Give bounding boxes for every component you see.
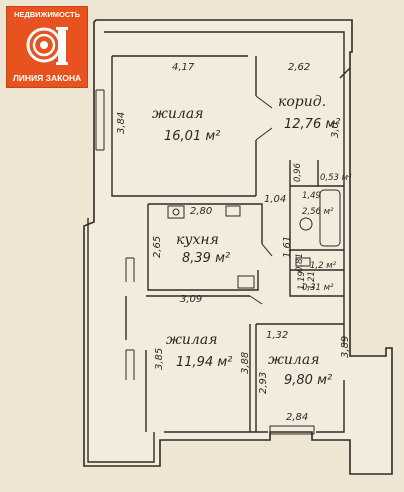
living2-name: жилая bbox=[166, 332, 217, 348]
kitchen-walls bbox=[147, 203, 263, 291]
closet2-area: 0,31 м² bbox=[302, 283, 334, 293]
dim-119: 1,19 bbox=[297, 271, 307, 290]
sink bbox=[225, 205, 241, 217]
column-spiral-icon bbox=[26, 27, 68, 65]
dim-132: 1,32 bbox=[266, 330, 288, 341]
living1-name: жилая bbox=[152, 106, 203, 122]
living1-area: 16,01 м² bbox=[164, 129, 220, 144]
dim-280: 2,80 bbox=[190, 206, 212, 217]
dim-284: 2,84 bbox=[286, 412, 308, 423]
living2-walls bbox=[125, 295, 251, 432]
stove-burner bbox=[172, 208, 180, 216]
logo-bottom-text: ЛИНИЯ ЗАКОНА bbox=[12, 73, 82, 83]
dim-262: 2,62 bbox=[288, 62, 310, 73]
fridge bbox=[237, 275, 255, 289]
dim-309: 3,09 bbox=[180, 294, 202, 305]
dim-265: 2,65 bbox=[152, 236, 163, 258]
bathroom-block bbox=[289, 160, 344, 297]
stove bbox=[167, 205, 185, 219]
dim-388: 3,88 bbox=[240, 352, 251, 374]
bathtub bbox=[319, 189, 341, 247]
dim-417: 4,17 bbox=[172, 62, 195, 73]
bath-area: 2,56 м² bbox=[302, 207, 334, 217]
toilet bbox=[299, 217, 313, 231]
living3-name: жилая bbox=[268, 352, 319, 368]
dim-149: 1,49 bbox=[302, 191, 321, 201]
corridor-area: 12,76 м² bbox=[284, 117, 340, 132]
balcony-slab bbox=[269, 425, 315, 435]
dim-161: 1,61 bbox=[282, 236, 293, 258]
door-corridor bbox=[255, 95, 273, 141]
corridor-entry-wall bbox=[339, 56, 351, 79]
dim-30: 3,0 bbox=[330, 122, 341, 138]
dim-104: 1,04 bbox=[264, 194, 286, 205]
kitchen-name: кухня bbox=[176, 232, 219, 248]
living3-area: 9,80 м² bbox=[284, 373, 332, 388]
wc1-area: 0,53 м² bbox=[320, 173, 352, 183]
door-kitchen bbox=[261, 243, 273, 257]
kitchen-area: 8,39 м² bbox=[182, 251, 230, 266]
closet1-area: 1,2 м² bbox=[310, 261, 337, 271]
dim-384: 3,84 bbox=[116, 112, 127, 134]
living2-area: 11,94 м² bbox=[176, 355, 232, 370]
partition-living1-bottom bbox=[111, 55, 256, 197]
exterior-wall bbox=[83, 19, 393, 475]
company-logo: НЕДВИЖИМОСТЬ ЛИНИЯ ЗАКОНА bbox=[6, 6, 88, 88]
basin bbox=[295, 257, 311, 267]
windows bbox=[95, 89, 135, 380]
dim-096: 0,96 bbox=[293, 162, 303, 182]
dim-389: 3,89 bbox=[340, 336, 351, 358]
living3-walls bbox=[255, 323, 344, 432]
door-living2 bbox=[249, 295, 263, 305]
dim-081: 0,81 bbox=[295, 253, 305, 272]
dim-293: 2,93 bbox=[258, 372, 269, 394]
exterior-wall-inner-edge bbox=[87, 31, 345, 463]
logo-top-text: НЕДВИЖИМОСТЬ bbox=[13, 10, 81, 19]
dim-385: 3,85 bbox=[154, 348, 165, 370]
dim-121: 1,21 bbox=[307, 271, 317, 290]
corridor-name: корид. bbox=[278, 94, 326, 110]
